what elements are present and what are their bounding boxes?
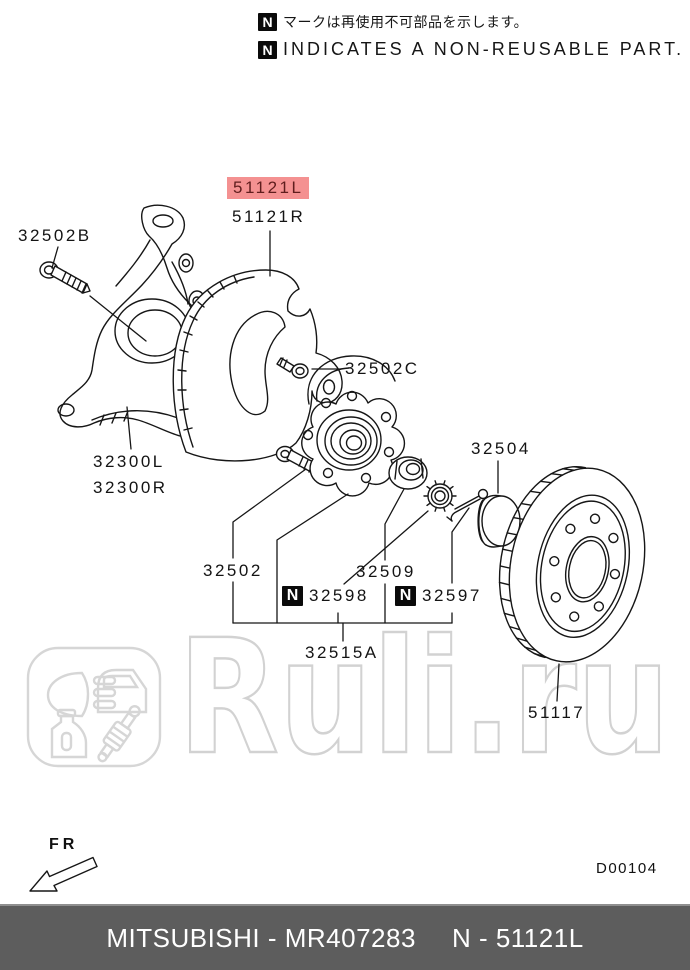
label-32598[interactable]: N 32598 bbox=[282, 586, 369, 606]
wheel-hub-drawing bbox=[301, 355, 406, 497]
drawing-number: D00104 bbox=[596, 860, 658, 877]
car-door-icon bbox=[96, 668, 148, 714]
label-32502b[interactable]: 32502B bbox=[18, 226, 92, 245]
watermark-logo bbox=[26, 646, 162, 768]
fr-direction-label: FR bbox=[49, 836, 79, 853]
note-text-en: INDICATES A NON-REUSABLE PART. bbox=[283, 39, 685, 59]
brake-disc-drawing bbox=[498, 466, 646, 663]
footer-brand-part: MITSUBISHI - MR407283 bbox=[106, 922, 416, 953]
oil-jug-icon bbox=[50, 708, 88, 759]
label-32300l[interactable]: 32300L bbox=[93, 452, 165, 471]
label-32502c[interactable]: 32502C bbox=[345, 359, 420, 378]
label-32509[interactable]: 32509 bbox=[356, 562, 416, 581]
label-32598-text: 32598 bbox=[309, 586, 369, 605]
label-32504[interactable]: 32504 bbox=[471, 439, 531, 458]
label-51117[interactable]: 51117 bbox=[528, 703, 586, 722]
label-51121l-highlighted[interactable]: 51121L bbox=[227, 177, 310, 199]
fr-arrow-icon bbox=[29, 856, 98, 892]
lock-washer-drawing bbox=[423, 480, 457, 512]
footer-ref: N - 51121L bbox=[451, 922, 584, 953]
footer-bar: MITSUBISHI - MR407283 N - 51121L bbox=[0, 904, 690, 970]
n-badge-icon: N bbox=[258, 40, 277, 59]
highlight-badge: 51121L bbox=[227, 177, 310, 199]
non-reusable-note: N マークは再使用不可部品を示します。 N INDICATES A NON-RE… bbox=[258, 12, 684, 67]
label-51121r[interactable]: 51121R bbox=[232, 207, 306, 226]
n-badge-icon: N bbox=[258, 13, 277, 31]
leader-lines bbox=[51, 230, 560, 702]
label-32300r[interactable]: 32300R bbox=[93, 478, 168, 497]
logo-frame bbox=[26, 646, 162, 768]
cotter-pin-drawing bbox=[446, 488, 489, 522]
note-text-jp: マークは再使用不可部品を示します。 bbox=[283, 14, 529, 30]
dust-shield-drawing bbox=[172, 269, 343, 462]
hub-nut-drawing bbox=[388, 456, 428, 490]
grease-cap-drawing bbox=[477, 494, 521, 548]
n-badge-icon: N bbox=[395, 586, 416, 606]
shield-bolt-drawing bbox=[276, 357, 309, 379]
note-line-en: N INDICATES A NON-REUSABLE PART. bbox=[258, 39, 684, 60]
knuckle-bolt-drawing bbox=[39, 261, 91, 294]
label-32597[interactable]: N 32597 bbox=[395, 586, 482, 606]
n-badge-icon: N bbox=[282, 586, 303, 606]
label-32597-text: 32597 bbox=[422, 586, 482, 605]
label-32502[interactable]: 32502 bbox=[203, 561, 263, 580]
label-32515a[interactable]: 32515A bbox=[305, 643, 379, 662]
shock-absorber-icon bbox=[97, 705, 141, 763]
note-line-jp: N マークは再使用不可部品を示します。 bbox=[258, 12, 684, 32]
